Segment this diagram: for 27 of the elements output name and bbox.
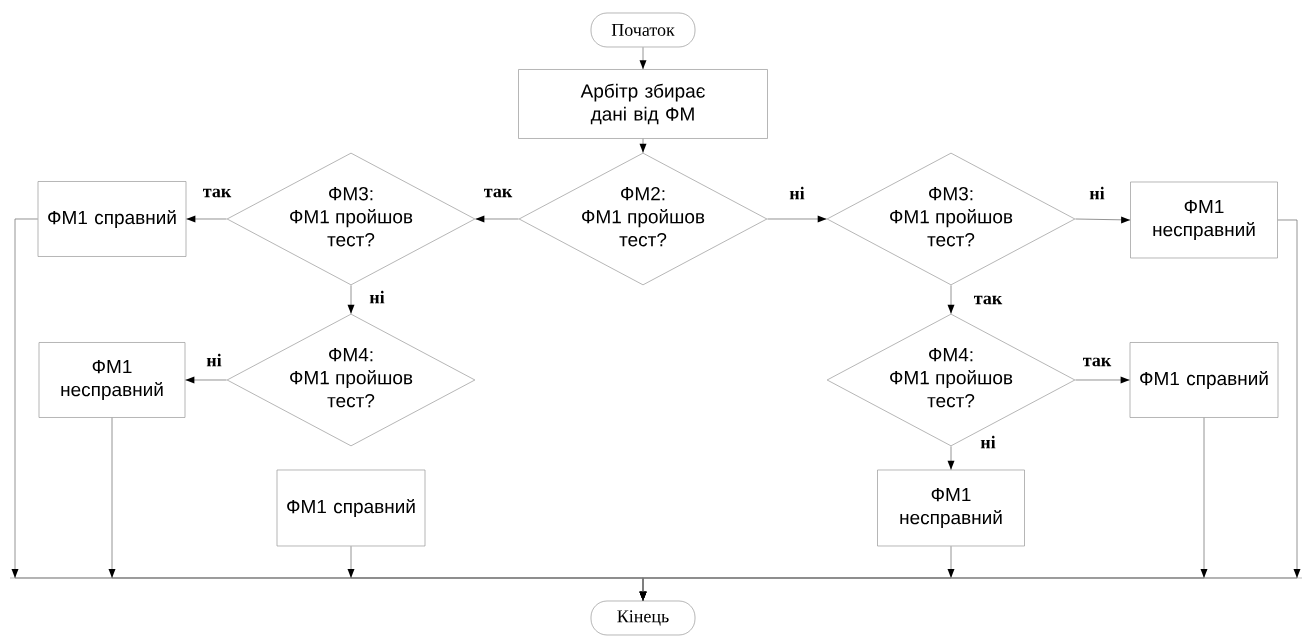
edge-label: ні	[205, 352, 223, 368]
arrow	[1074, 216, 1131, 224]
edge-label: ні	[368, 289, 386, 305]
arrow	[1074, 376, 1131, 384]
edge-label: так	[482, 187, 514, 199]
process-box: ФМ1 справний	[37, 181, 187, 257]
arrow	[947, 445, 955, 471]
arrow	[947, 284, 955, 315]
arrow	[639, 46, 647, 70]
arrow	[639, 138, 647, 154]
edge-label: ні	[1088, 185, 1106, 201]
edge-label: так	[972, 294, 1004, 306]
arrow	[184, 376, 228, 384]
edge-label: ні	[979, 434, 997, 450]
arrow	[347, 284, 355, 315]
process-box: ФМ1 несправний	[877, 469, 1025, 547]
process-box: Арбітр збирає дані від ФМ	[518, 69, 768, 139]
process-box: ФМ1 справний	[276, 469, 426, 547]
process-box: ФМ1 несправний	[38, 342, 186, 418]
arrow	[474, 215, 520, 223]
edge-label: так	[1081, 356, 1113, 368]
arrow	[766, 215, 828, 223]
process-box: ФМ1 справний	[1129, 342, 1279, 418]
arrow	[185, 215, 228, 223]
process-box: ФМ1 несправний	[1130, 181, 1278, 259]
edge-label: ні	[788, 185, 806, 201]
arrow	[639, 219, 1301, 602]
